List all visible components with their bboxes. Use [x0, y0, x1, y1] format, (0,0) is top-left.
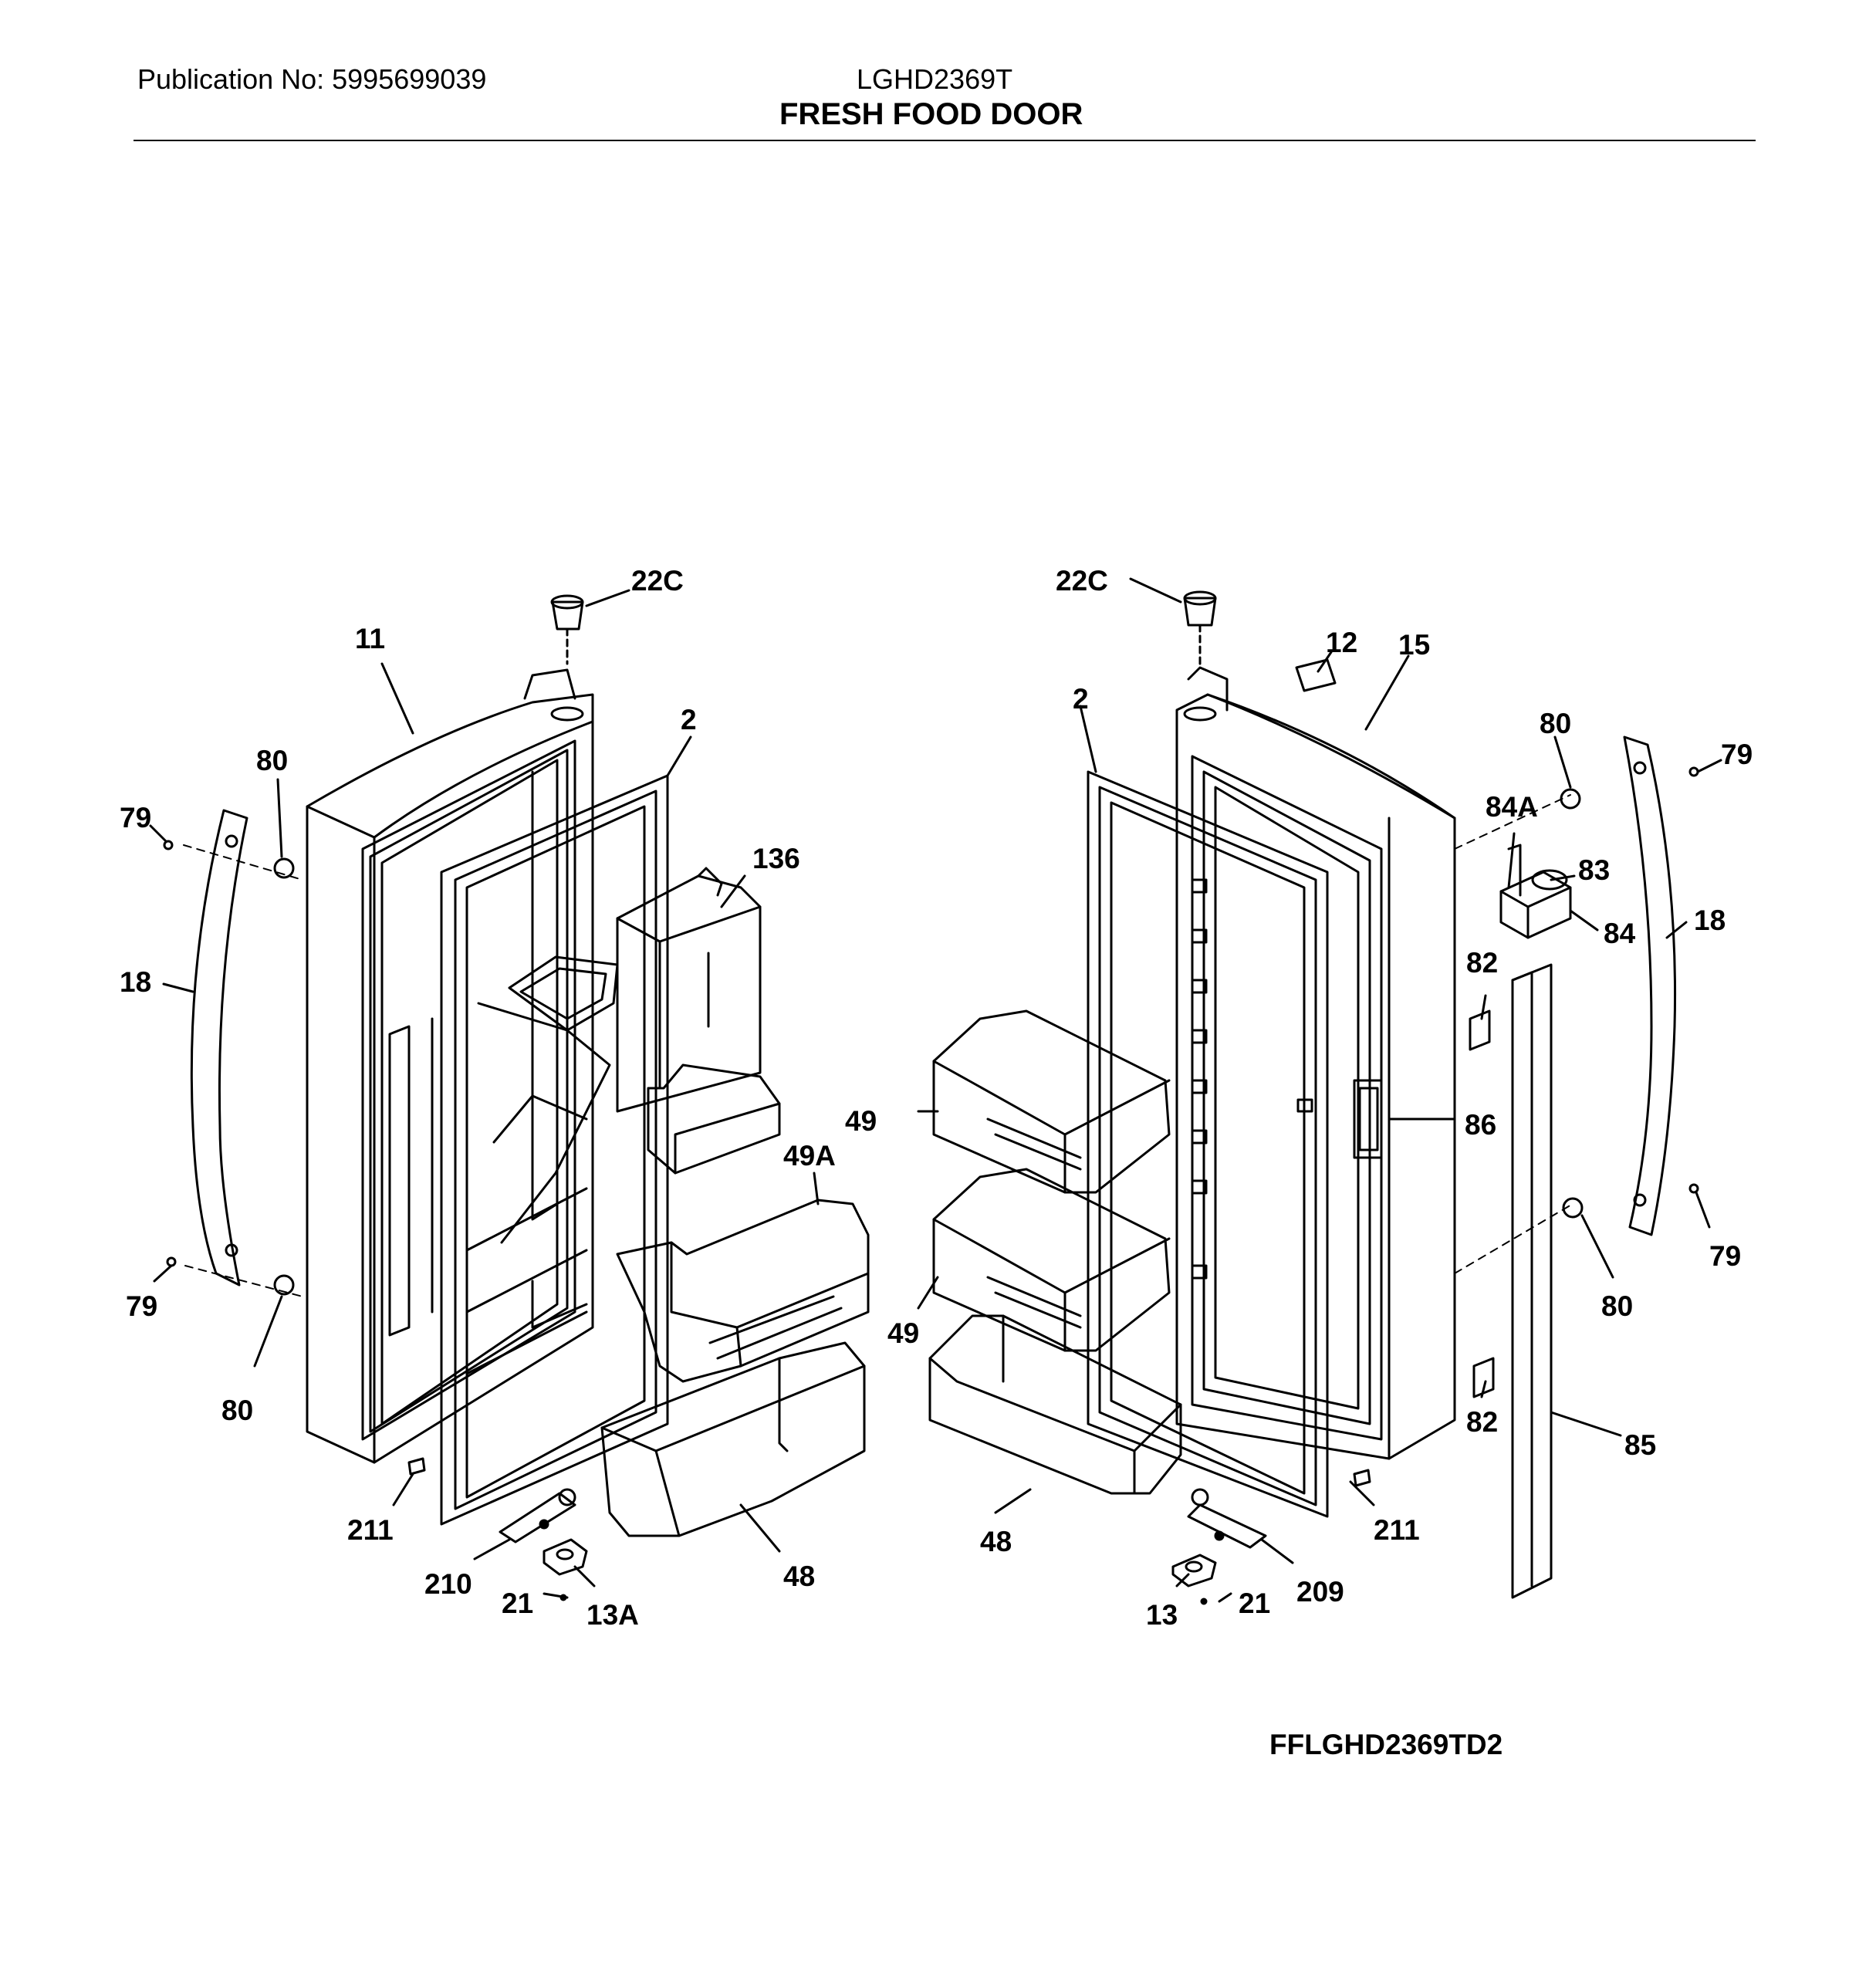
- callout-13: 13: [1146, 1599, 1178, 1631]
- callout-209: 209: [1296, 1576, 1344, 1608]
- diagram-code: FFLGHD2369TD2: [1269, 1729, 1503, 1760]
- callout-80-bottom-left: 80: [221, 1395, 253, 1426]
- callout-49-top: 49: [845, 1105, 877, 1137]
- callout-136: 136: [752, 843, 800, 874]
- left-door-11: [306, 668, 594, 1464]
- publication-number: Publication No: 5995699039: [137, 63, 487, 95]
- ice-chute-136: [616, 867, 781, 1175]
- callout-79-top-right: 79: [1721, 739, 1753, 770]
- model-number: LGHD2369T: [857, 63, 1013, 95]
- door-bin-48-left: [600, 1341, 866, 1537]
- right-cap-22c: [1183, 590, 1217, 665]
- diagram-title: FRESH FOOD DOOR: [779, 97, 1083, 131]
- callout-48-left: 48: [783, 1560, 815, 1592]
- callout-79-bottom-right: 79: [1709, 1240, 1741, 1272]
- callout-79-bottom-left: 79: [126, 1290, 157, 1322]
- callout-210: 210: [424, 1568, 472, 1600]
- callout-18-right: 18: [1694, 904, 1726, 936]
- callout-49a: 49A: [783, 1140, 836, 1172]
- callout-49-bottom: 49: [887, 1317, 919, 1349]
- callout-48-right: 48: [980, 1526, 1012, 1557]
- right-shelf-studs: [1191, 878, 1208, 1280]
- left-dispenser-chute: [465, 955, 619, 1375]
- label-plate-12: [1295, 658, 1337, 692]
- callout-leaders: [149, 577, 1722, 1603]
- callout-80-top-left: 80: [256, 745, 288, 776]
- right-gasket-2: [1087, 770, 1329, 1518]
- header-rule: [134, 140, 1756, 141]
- callout-15: 15: [1398, 629, 1430, 661]
- door-bin-48-right: [928, 1314, 1182, 1495]
- callout-82-top: 82: [1466, 947, 1498, 979]
- callout-80-top-right: 80: [1540, 708, 1571, 739]
- callout-80-bottom-right: 80: [1601, 1290, 1633, 1322]
- callout-79-top-left: 79: [120, 802, 151, 833]
- callout-labels: 22C 11 2 80 79 136 18 49A 79 80 211 210 …: [120, 565, 1753, 1631]
- callout-13a: 13A: [586, 1599, 639, 1631]
- callout-2-left: 2: [681, 704, 697, 735]
- left-small-fasteners: [163, 840, 303, 1297]
- callout-85: 85: [1624, 1429, 1656, 1461]
- callout-12: 12: [1326, 627, 1357, 658]
- callout-22c-right: 22C: [1056, 565, 1108, 597]
- left-handle-18: [190, 809, 248, 1287]
- callout-211-left: 211: [347, 1514, 394, 1546]
- right-handle-18: [1623, 735, 1677, 1236]
- callout-21-left: 21: [502, 1587, 533, 1619]
- door-bin-49-top: [932, 1009, 1171, 1194]
- left-gasket-2: [440, 774, 669, 1526]
- callout-11: 11: [355, 623, 385, 654]
- callout-84: 84: [1604, 918, 1636, 949]
- callout-84a: 84A: [1486, 791, 1538, 823]
- callout-211-right: 211: [1374, 1514, 1420, 1546]
- callout-18-left: 18: [120, 966, 151, 998]
- right-hinge-parts: [1171, 1469, 1371, 1605]
- left-hinge-parts: [407, 1457, 588, 1601]
- door-bin-49a: [616, 1199, 870, 1383]
- callout-82-bottom: 82: [1466, 1406, 1498, 1438]
- door-mullion-85: [1511, 963, 1553, 1599]
- callout-86: 86: [1465, 1109, 1496, 1141]
- door-bin-49-bottom: [932, 1168, 1171, 1352]
- left-cap-22c: [550, 594, 584, 665]
- callout-21-right: 21: [1239, 1587, 1270, 1619]
- callout-22c-left: 22C: [631, 565, 684, 597]
- callout-83: 83: [1578, 854, 1610, 886]
- callout-2-right: 2: [1073, 683, 1089, 715]
